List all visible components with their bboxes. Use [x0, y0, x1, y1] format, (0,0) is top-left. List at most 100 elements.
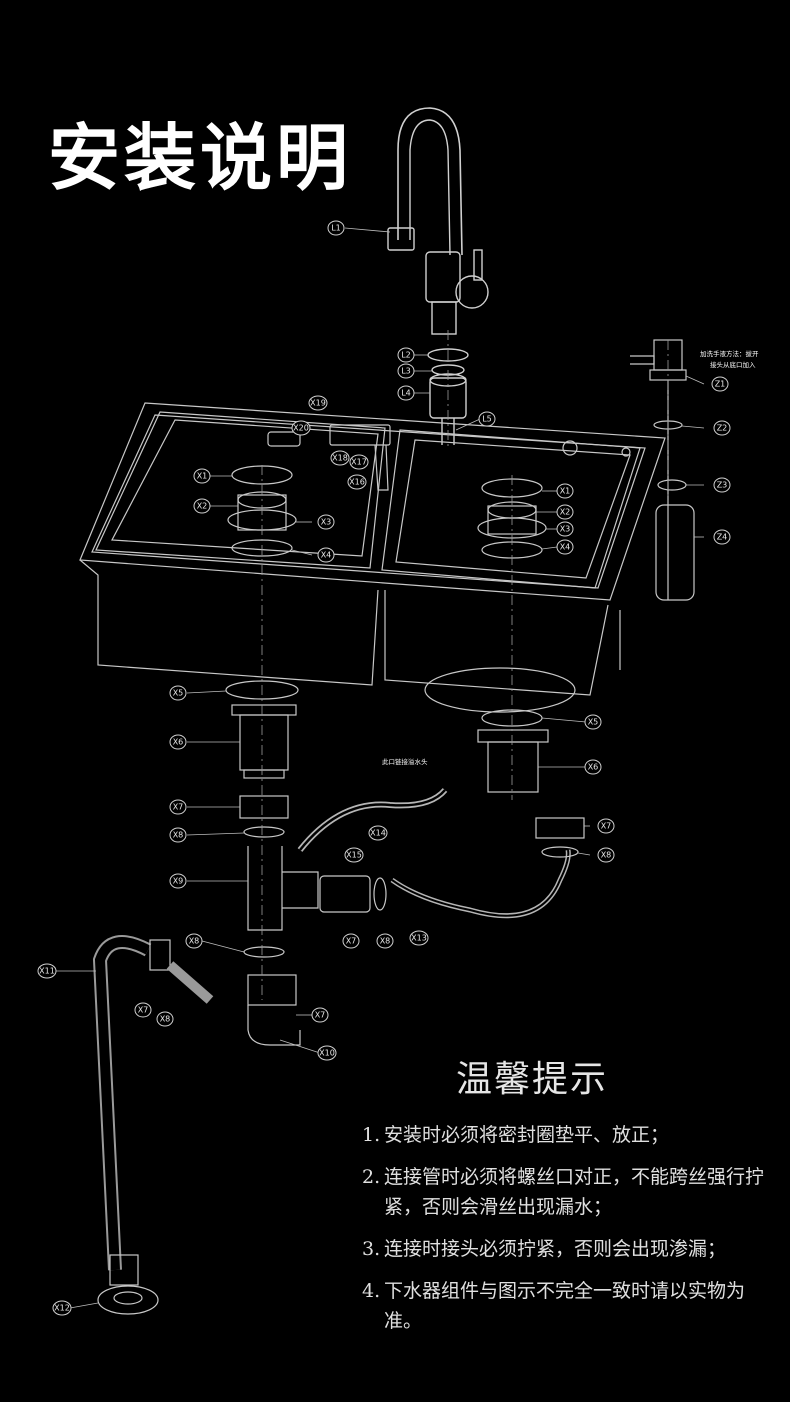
callout-text: X10 — [319, 1049, 335, 1058]
callout-text: X7 — [315, 1011, 326, 1020]
callout-bubble — [376, 933, 394, 949]
callout-bubble — [597, 818, 615, 834]
dispenser-note-2: 接头从底口加入 — [710, 360, 756, 369]
callout-text: X7 — [138, 1006, 149, 1015]
callout-bubble — [409, 930, 429, 946]
callout-bubble — [584, 759, 602, 775]
callout-bubble — [193, 468, 211, 484]
drain-pipes-drawing — [92, 680, 585, 1315]
callout-bubble — [169, 685, 187, 701]
page-title: 安装说明 — [48, 116, 353, 200]
tip-number: 3. — [362, 1238, 381, 1260]
callout-bubble — [193, 498, 211, 514]
callout-labels: L1L2L3L4L5Z1Z2Z3Z4X1X2X3X4X1X2X3X4X5X6X7… — [37, 220, 731, 1316]
tip-number: 4. — [362, 1280, 381, 1302]
callout-x7: X7 — [597, 818, 615, 834]
tip-item: 4.下水器组件与图示不完全一致时请以实物为准。 — [362, 1276, 782, 1336]
callout-bubble — [597, 847, 615, 863]
callout-x4: X4 — [556, 539, 574, 555]
callout-text: X8 — [160, 1015, 171, 1024]
callout-bubble — [37, 963, 57, 979]
callout-x7: X7 — [342, 933, 360, 949]
callout-bubble — [344, 847, 364, 863]
callout-z2: Z2 — [713, 420, 731, 436]
callout-z4: Z4 — [713, 529, 731, 545]
callout-bubble — [397, 347, 415, 363]
callout-text: X7 — [346, 937, 357, 946]
leader-lines — [56, 227, 705, 1309]
callout-x8: X8 — [185, 933, 203, 949]
callout-x12: X12 — [52, 1300, 72, 1316]
callout-text: X3 — [560, 525, 571, 534]
tip-text: 下水器组件与图示不完全一致时请以实物为准。 — [384, 1280, 746, 1332]
callout-bubble — [327, 220, 345, 236]
tips-list: 1.安装时必须将密封圈垫平、放正； 2.连接管时必须将螺丝口对正，不能跨丝强行拧… — [362, 1120, 782, 1348]
callout-text: X18 — [332, 454, 348, 463]
callout-text: X7 — [601, 822, 612, 831]
callout-text: X5 — [588, 718, 599, 727]
tip-text: 安装时必须将密封圈垫平、放正； — [384, 1124, 670, 1146]
callout-text: X1 — [197, 472, 208, 481]
callout-text: X6 — [173, 738, 184, 747]
callout-x20: X20 — [291, 420, 311, 436]
callout-x3: X3 — [317, 514, 335, 530]
callout-x18: X18 — [330, 450, 350, 466]
callout-bubble — [317, 1045, 337, 1061]
callout-x7: X7 — [134, 1002, 152, 1018]
callout-text: L5 — [482, 415, 492, 424]
callout-bubble — [330, 450, 350, 466]
callout-text: X19 — [310, 399, 326, 408]
callout-bubble — [713, 477, 731, 493]
callout-text: X14 — [370, 829, 386, 838]
callout-bubble — [134, 1002, 152, 1018]
callout-x15: X15 — [344, 847, 364, 863]
callout-bubble — [713, 529, 731, 545]
callout-text: X2 — [197, 502, 208, 511]
callout-bubble — [52, 1300, 72, 1316]
callout-text: X9 — [173, 877, 184, 886]
callout-x8: X8 — [156, 1011, 174, 1027]
callout-text: X15 — [346, 851, 362, 860]
callout-text: X8 — [380, 937, 391, 946]
callout-x8: X8 — [597, 847, 615, 863]
callout-text: X1 — [560, 487, 571, 496]
callout-text: X4 — [560, 543, 571, 552]
callout-text: X12 — [54, 1304, 70, 1313]
sink-drawing — [79, 402, 666, 713]
callout-bubble — [291, 420, 311, 436]
callout-bubble — [584, 714, 602, 730]
tip-number: 1. — [362, 1124, 381, 1146]
callout-text: Z1 — [715, 380, 726, 389]
callout-text: X2 — [560, 508, 571, 517]
callout-bubble — [556, 539, 574, 555]
callout-bubble — [185, 933, 203, 949]
callout-bubble — [169, 799, 187, 815]
callout-text: X3 — [321, 518, 332, 527]
callout-text: X8 — [173, 831, 184, 840]
tip-text: 连接时接头必须拧紧，否则会出现渗漏； — [384, 1238, 727, 1260]
callout-bubble — [556, 483, 574, 499]
callout-z3: Z3 — [713, 477, 731, 493]
callout-text: X6 — [588, 763, 599, 772]
overflow-note: 此口链接溢水头 — [382, 757, 428, 766]
callout-bubble — [349, 454, 369, 470]
callout-text: Z2 — [717, 424, 728, 433]
tip-item: 1.安装时必须将密封圈垫平、放正； — [362, 1120, 782, 1150]
callout-text: X11 — [39, 967, 55, 976]
callout-bubble — [478, 411, 496, 427]
callout-text: L3 — [401, 367, 411, 376]
callout-text: Z3 — [717, 481, 728, 490]
callout-text: X13 — [411, 934, 427, 943]
callout-bubble — [169, 827, 187, 843]
callout-l4: L4 — [397, 385, 415, 401]
callout-x1: X1 — [556, 483, 574, 499]
callout-l1: L1 — [327, 220, 345, 236]
axis-lines — [261, 330, 669, 1000]
callout-x9: X9 — [169, 873, 187, 889]
callout-bubble — [347, 474, 367, 490]
callout-x8: X8 — [376, 933, 394, 949]
callout-x2: X2 — [193, 498, 211, 514]
callout-bubble — [317, 547, 335, 563]
callout-x5: X5 — [584, 714, 602, 730]
